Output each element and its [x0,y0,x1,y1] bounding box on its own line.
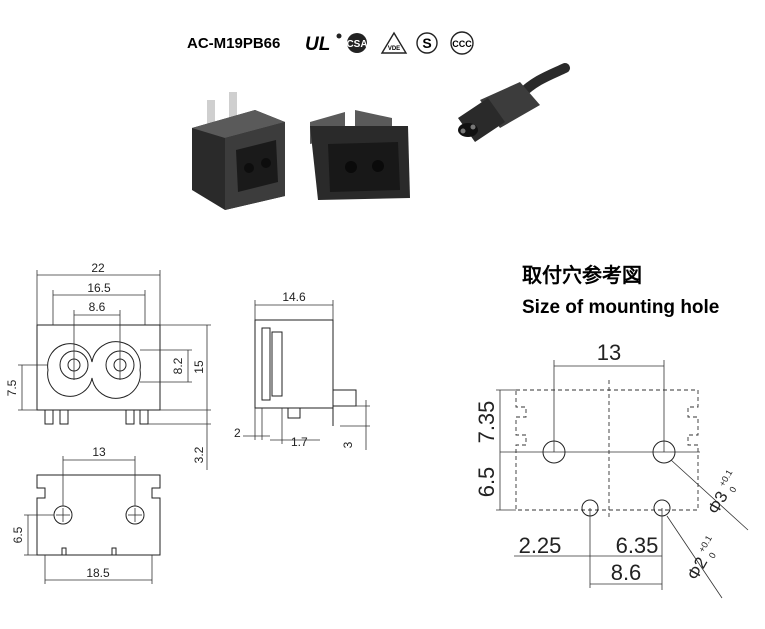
ul-mark-icon: UL [305,33,342,55]
s-mark-icon: S [416,32,438,54]
side-view-body [254,319,334,409]
cert-marks: UL CSA VDE S CCC [305,31,474,55]
hole-large-callout: Φ3 +0.1 0 [704,468,739,518]
dim-pin-depth: 3.2 [192,446,206,463]
dim-hole-large: Φ3 [704,488,732,517]
dim-bottom-offset: 6.5 [11,526,25,543]
product-photo-front [310,110,410,200]
dim-height-left: 7.5 [5,379,19,396]
dim-mid-width: 16.5 [87,281,111,295]
dim-bottom-width: 18.5 [86,566,110,580]
mounting-hole-section: 取付穴参考図 Size of mounting hole 13 7.35 6.5… [474,263,749,599]
dim-hole-large-tol-lower: 0 [727,485,738,494]
bottom-view-body [36,474,161,556]
dim-side-pin: 3 [341,441,355,448]
front-view-body [36,324,161,411]
ccc-mark-text: CCC [452,39,472,49]
csa-mark-text: CSA [346,39,367,50]
dim-side-depth: 14.6 [282,290,306,304]
bottom-view: 13 6.5 18.5 [11,445,161,584]
dim-height-inner: 8.2 [171,357,185,374]
dim-overall-width: 22 [91,261,105,275]
dim-inner-width: 8.6 [89,300,106,314]
dim-hole-small-tol-upper: +0.1 [696,534,714,554]
mounting-title-en: Size of mounting hole [522,297,719,318]
vde-mark-icon: VDE [380,31,408,54]
front-view: 22 16.5 8.6 7.5 8.2 15 3.2 [5,261,211,470]
mounting-title-cn: 取付穴参考図 [522,263,642,287]
dim-bottom-pitch: 13 [92,445,106,459]
dim-hole-small-tol-lower: 0 [707,551,718,560]
dim-height-total: 15 [192,360,206,374]
mounting-outline [515,389,699,511]
dim-hole-large-tol-upper: +0.1 [717,468,735,488]
dim-mount-lower: 6.5 [474,467,499,498]
s-mark-text: S [422,35,431,51]
vde-mark-text: VDE [388,46,400,52]
hole-small-callout: Φ2 +0.1 0 [683,534,718,584]
ul-mark-text: UL [305,34,330,55]
product-photo-angled [192,92,285,210]
dim-mount-upper: 7.35 [474,401,499,444]
dim-mount-pin-span: 8.6 [611,560,642,585]
dim-side-flange: 2 [234,426,241,440]
dim-mount-pin-offset: 6.35 [616,533,659,558]
ccc-mark-icon: CCC [450,31,474,55]
dim-mount-left-offset: 2.25 [519,533,562,558]
model-number: AC-M19PB66 [187,35,280,52]
dim-side-step: 1.7 [291,435,308,449]
side-view: 14.6 2 1.7 3 [234,290,370,450]
dim-mount-width: 13 [597,340,621,365]
csa-mark-icon: CSA [346,33,368,53]
dim-hole-small: Φ2 [683,554,711,583]
product-photo-plug [458,63,570,142]
